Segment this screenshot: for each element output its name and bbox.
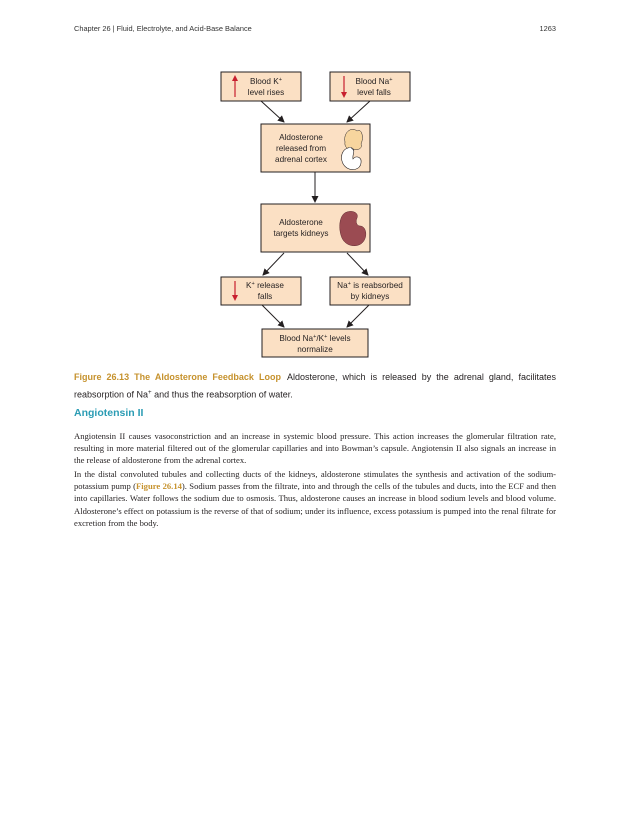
paragraph-2-text: In the distal convoluted tubules and col… (74, 469, 556, 492)
box-levels-normalize-line1: Blood Na+/K+ levels (279, 334, 350, 343)
box-k-level-rises-line2: level rises (248, 88, 284, 97)
box-aldosterone-released: Aldosterone released from adrenal cortex (260, 123, 371, 173)
section-heading: Angiotensin II (74, 407, 144, 419)
box-aldosterone-released-line2: released from (276, 144, 326, 153)
kidney-icon (339, 211, 367, 246)
box-na-reabsorbed-line1: Na+ is reabsorbed (337, 281, 403, 290)
caption-text-end: and thus the reabsorption of water. (151, 389, 293, 400)
box-k-release-line1: K+ release (246, 281, 284, 290)
flow-arrow-targets-to-na (346, 252, 369, 276)
box-na-level-falls-line2: level falls (357, 88, 391, 97)
up-arrow-icon (232, 75, 238, 97)
flow-arrow-k-to-normalize (261, 304, 285, 328)
down-arrow-icon (341, 76, 347, 98)
box-aldosterone-released-line3: adrenal cortex (275, 155, 327, 164)
box-k-level-rises: Blood K+ level rises (220, 71, 302, 102)
body-paragraph-1: Angiotensin II causes vasoconstriction a… (74, 431, 556, 466)
down-arrow-icon (232, 281, 238, 301)
box-aldosterone-targets-line1: Aldosterone (279, 218, 323, 227)
box-k-level-rises-line1: Blood K+ (250, 77, 282, 86)
figure-caption: Figure 26.13 The Aldosterone Feedback Lo… (74, 370, 556, 403)
paragraph-2-text-end: ). Sodium passes from the filtrate, into… (74, 481, 556, 528)
flow-arrow-k-to-release (260, 100, 285, 123)
box-na-level-falls: Blood Na+ level falls (329, 71, 411, 102)
figure-reference-link[interactable]: Figure 26.14 (136, 481, 182, 492)
flow-arrow-na-to-release (346, 100, 371, 123)
flow-arrow-na-to-normalize (346, 304, 370, 328)
figure-label: Figure 26.13 The Aldosterone Feedback Lo… (74, 372, 281, 382)
box-levels-normalize: Blood Na+/K+ levels normalize (261, 328, 369, 358)
box-aldosterone-targets-line2: targets kidneys (273, 229, 328, 238)
aldosterone-feedback-diagram: Blood K+ level rises Blood Na+ level fal… (220, 71, 411, 358)
box-levels-normalize-line2: normalize (297, 345, 333, 354)
body-paragraph-2: In the distal convoluted tubules and col… (74, 468, 556, 529)
caption-text: Aldosterone, which is released by the ad… (74, 372, 556, 400)
box-k-release-falls: K+ release falls (220, 276, 302, 306)
page-number: 1263 (539, 24, 556, 33)
running-header-chapter: Chapter 26 | Fluid, Electrolyte, and Aci… (74, 24, 252, 33)
caption-superscript: + (148, 389, 152, 396)
box-na-reabsorbed: Na+ is reabsorbed by kidneys (329, 276, 411, 306)
box-na-level-falls-line1: Blood Na+ (356, 77, 393, 86)
box-k-release-line2: falls (258, 292, 273, 301)
box-aldosterone-targets-kidneys: Aldosterone targets kidneys (260, 203, 371, 253)
adrenal-gland-kidney-icon (341, 129, 363, 170)
box-na-reabsorbed-line2: by kidneys (351, 292, 390, 301)
flow-arrow-targets-to-k (262, 252, 285, 276)
box-aldosterone-released-line1: Aldosterone (279, 133, 323, 142)
